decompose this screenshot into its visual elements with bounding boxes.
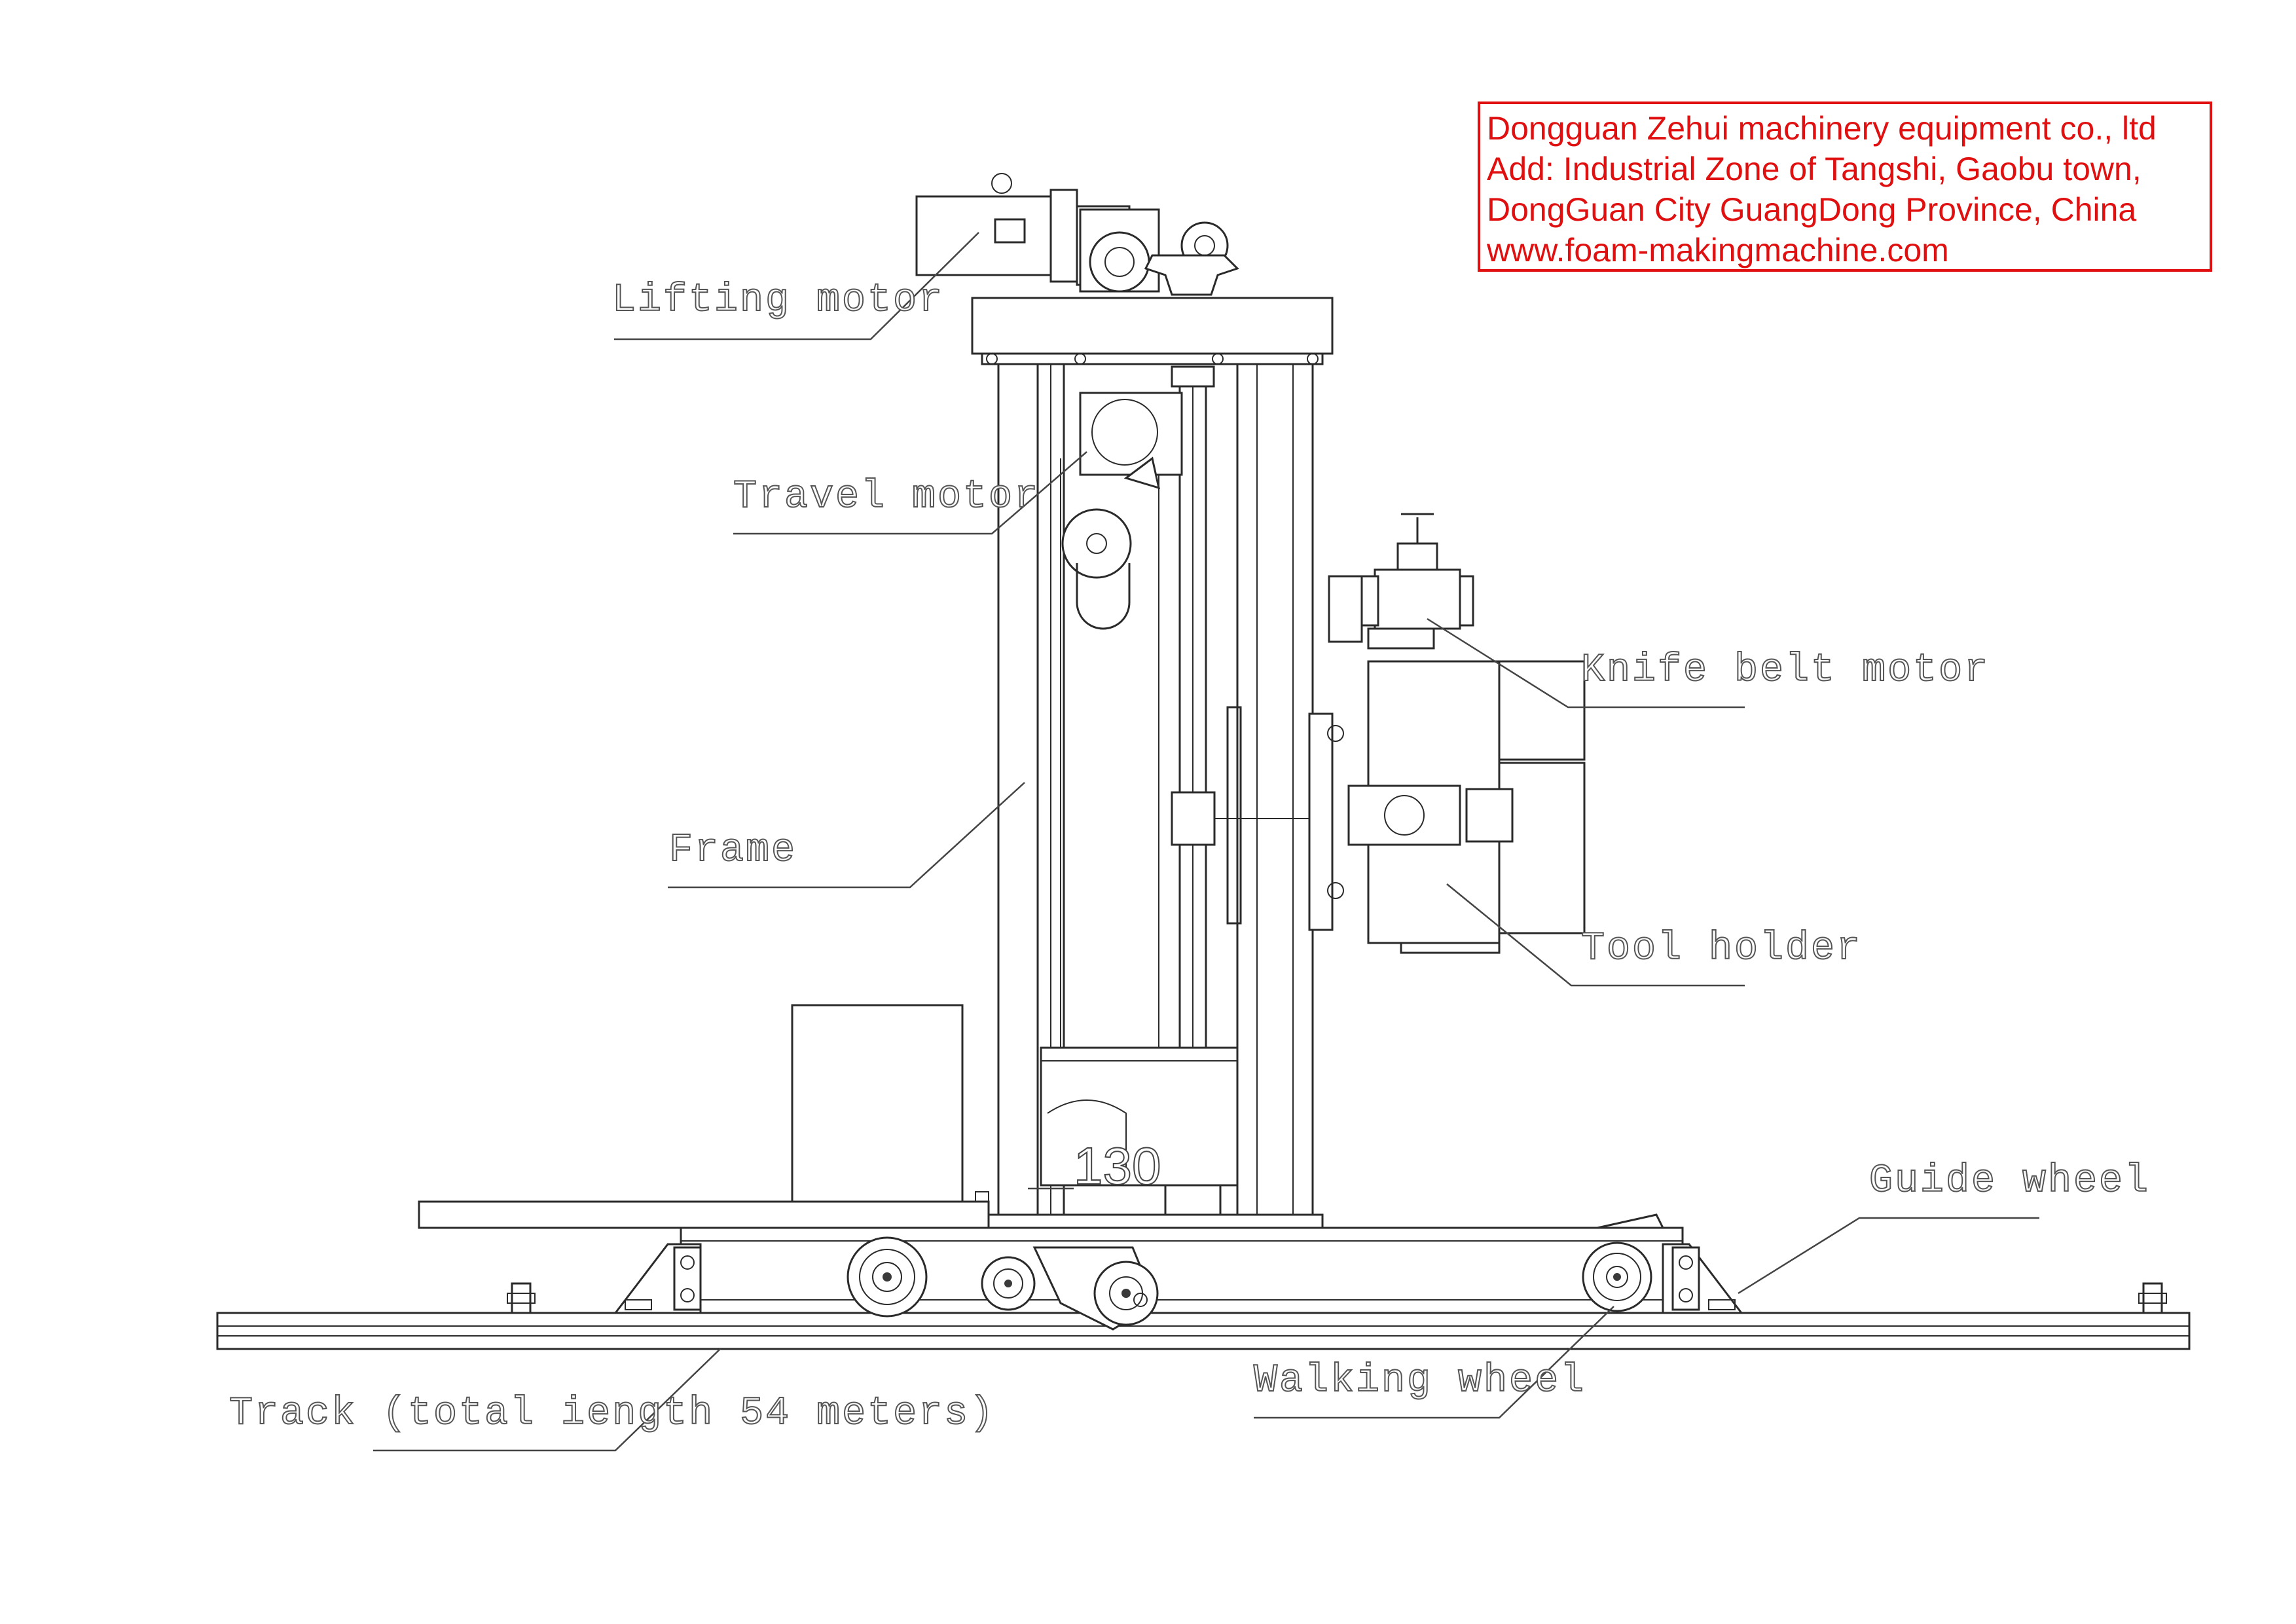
label-knife-belt-motor: Knife belt motor — [1580, 648, 1990, 693]
knife-belt-motor — [1328, 513, 1474, 650]
walking-wheels — [847, 1236, 1652, 1318]
company-address-line1: Add: Industrial Zone of Tangshi, Gaobu t… — [1487, 151, 2141, 187]
tool-holder — [1171, 660, 1586, 954]
track — [216, 1282, 2191, 1350]
label-guide-wheel: Guide wheel — [1868, 1158, 2151, 1204]
drive-wheels — [981, 1246, 1159, 1331]
travel-motor — [1061, 392, 1183, 630]
left-platform — [418, 1004, 990, 1229]
dimension-130: 130 — [1073, 1136, 1161, 1196]
label-track: Track (total iength 54 meters) — [228, 1391, 996, 1437]
company-website: www.foam-makingmachine.com — [1487, 232, 1949, 268]
label-lifting-motor: Lifting motor — [611, 278, 945, 323]
label-walking-wheel: Walking wheel — [1253, 1358, 1586, 1404]
top-plate — [971, 297, 1334, 365]
label-frame: Frame — [668, 828, 797, 874]
company-address-line2: DongGuan City GuangDong Province, China — [1487, 191, 2137, 228]
company-name: Dongguan Zehui machinery equipment co., … — [1487, 110, 2157, 147]
company-info-box: Dongguan Zehui machinery equipment co., … — [1478, 101, 2212, 272]
lifting-motor — [915, 173, 1239, 296]
base-carriage — [613, 1213, 1744, 1314]
leader-lines — [373, 232, 2039, 1452]
label-tool-holder: Tool holder — [1580, 926, 1863, 972]
label-travel-motor: Travel motor — [733, 474, 1040, 520]
